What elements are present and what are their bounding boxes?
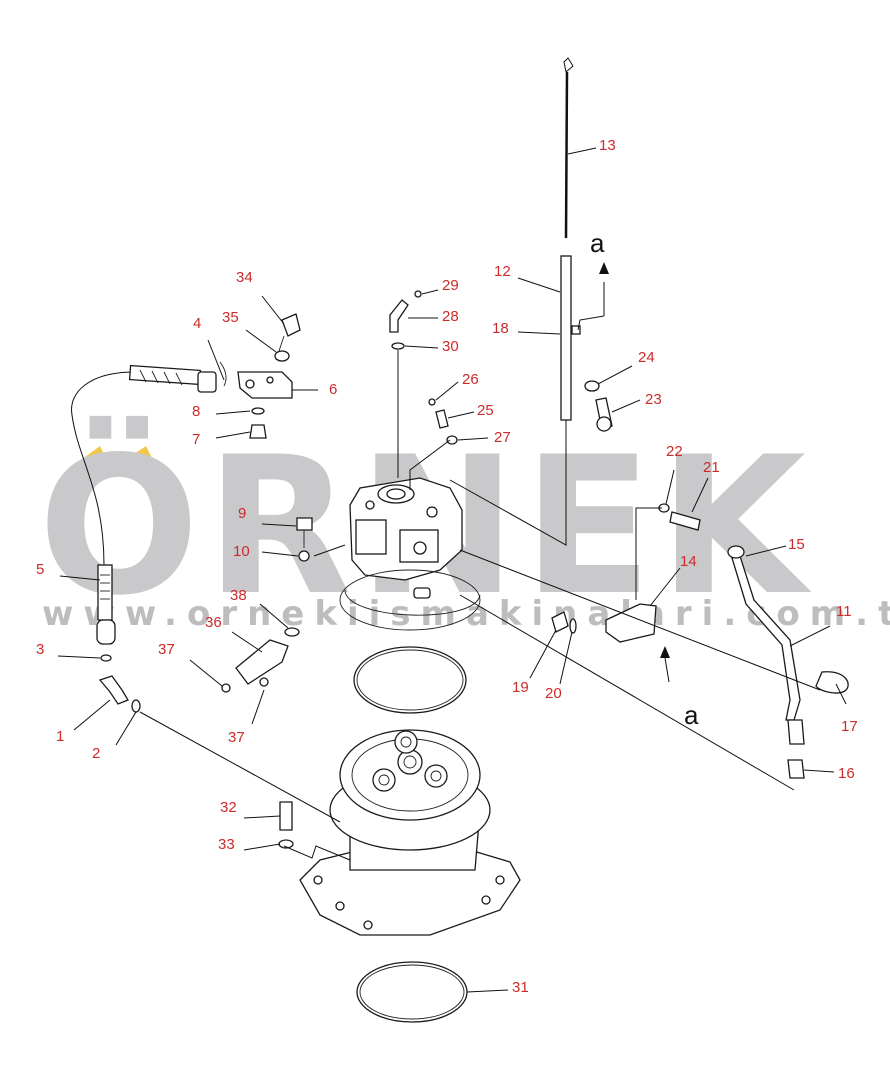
callout-25: 25	[477, 402, 494, 419]
oring-motor	[353, 646, 467, 714]
reduction-gearbox	[278, 729, 521, 936]
view-label-a-bottom: a	[684, 700, 699, 730]
callout-37-upper: 37	[158, 641, 175, 658]
callout-5: 5	[36, 561, 44, 578]
leader-lines	[57, 147, 847, 993]
callout-26: 26	[462, 371, 479, 388]
callout-13: 13	[599, 137, 616, 154]
callout-14: 14	[680, 553, 697, 570]
callout-24: 24	[638, 349, 655, 366]
callout-11: 11	[836, 603, 852, 620]
top-fittings	[389, 290, 458, 445]
callout-38: 38	[230, 587, 247, 604]
callout-35: 35	[222, 309, 239, 326]
callout-16: 16	[838, 765, 855, 782]
bracket	[551, 503, 701, 643]
view-arrows: a a	[590, 228, 699, 730]
watermark-accent-left	[78, 446, 108, 462]
callout-12: 12	[494, 263, 511, 280]
view-label-a-top: a	[590, 228, 605, 258]
callout-labels: 1 2 3 4 5 6 7 8 9 10 11 12 13 14 15 16 1…	[36, 137, 858, 996]
callout-21: 21	[703, 459, 720, 476]
callout-29: 29	[442, 277, 459, 294]
callout-19: 19	[512, 679, 529, 696]
callout-31: 31	[512, 979, 529, 996]
swing-motor	[296, 477, 481, 631]
callout-30: 30	[442, 338, 459, 355]
callout-27: 27	[494, 429, 511, 446]
callout-18: 18	[492, 320, 509, 337]
callout-17: 17	[841, 718, 858, 735]
callout-36: 36	[205, 614, 222, 631]
callout-15: 15	[788, 536, 805, 553]
hose-assembly	[71, 364, 217, 645]
elbow-fitting	[98, 654, 141, 713]
callout-6: 6	[329, 381, 337, 398]
watermark-accent-right	[122, 446, 154, 462]
callout-34: 34	[236, 269, 253, 286]
callout-22: 22	[666, 443, 683, 460]
connection-lines	[139, 282, 821, 861]
watermark: ÖRNEK www.ornekiismakinalari.com.tr	[38, 415, 890, 637]
callout-4: 4	[193, 315, 201, 332]
level-gauge	[560, 57, 613, 432]
callout-10: 10	[233, 543, 250, 560]
swivel-block	[219, 313, 301, 439]
callout-9: 9	[238, 505, 246, 522]
callout-20: 20	[545, 685, 562, 702]
callout-32: 32	[220, 799, 237, 816]
callout-37-lower: 37	[228, 729, 245, 746]
callout-23: 23	[645, 391, 662, 408]
callout-1: 1	[56, 728, 64, 745]
sensor-connector	[221, 627, 300, 693]
callout-2: 2	[92, 745, 100, 762]
callout-8: 8	[192, 403, 200, 420]
callout-33: 33	[218, 836, 235, 853]
drain-pipe	[727, 545, 849, 779]
oring-bottom	[356, 961, 468, 1023]
callout-7: 7	[192, 431, 200, 448]
callout-3: 3	[36, 641, 44, 658]
callout-28: 28	[442, 308, 459, 325]
